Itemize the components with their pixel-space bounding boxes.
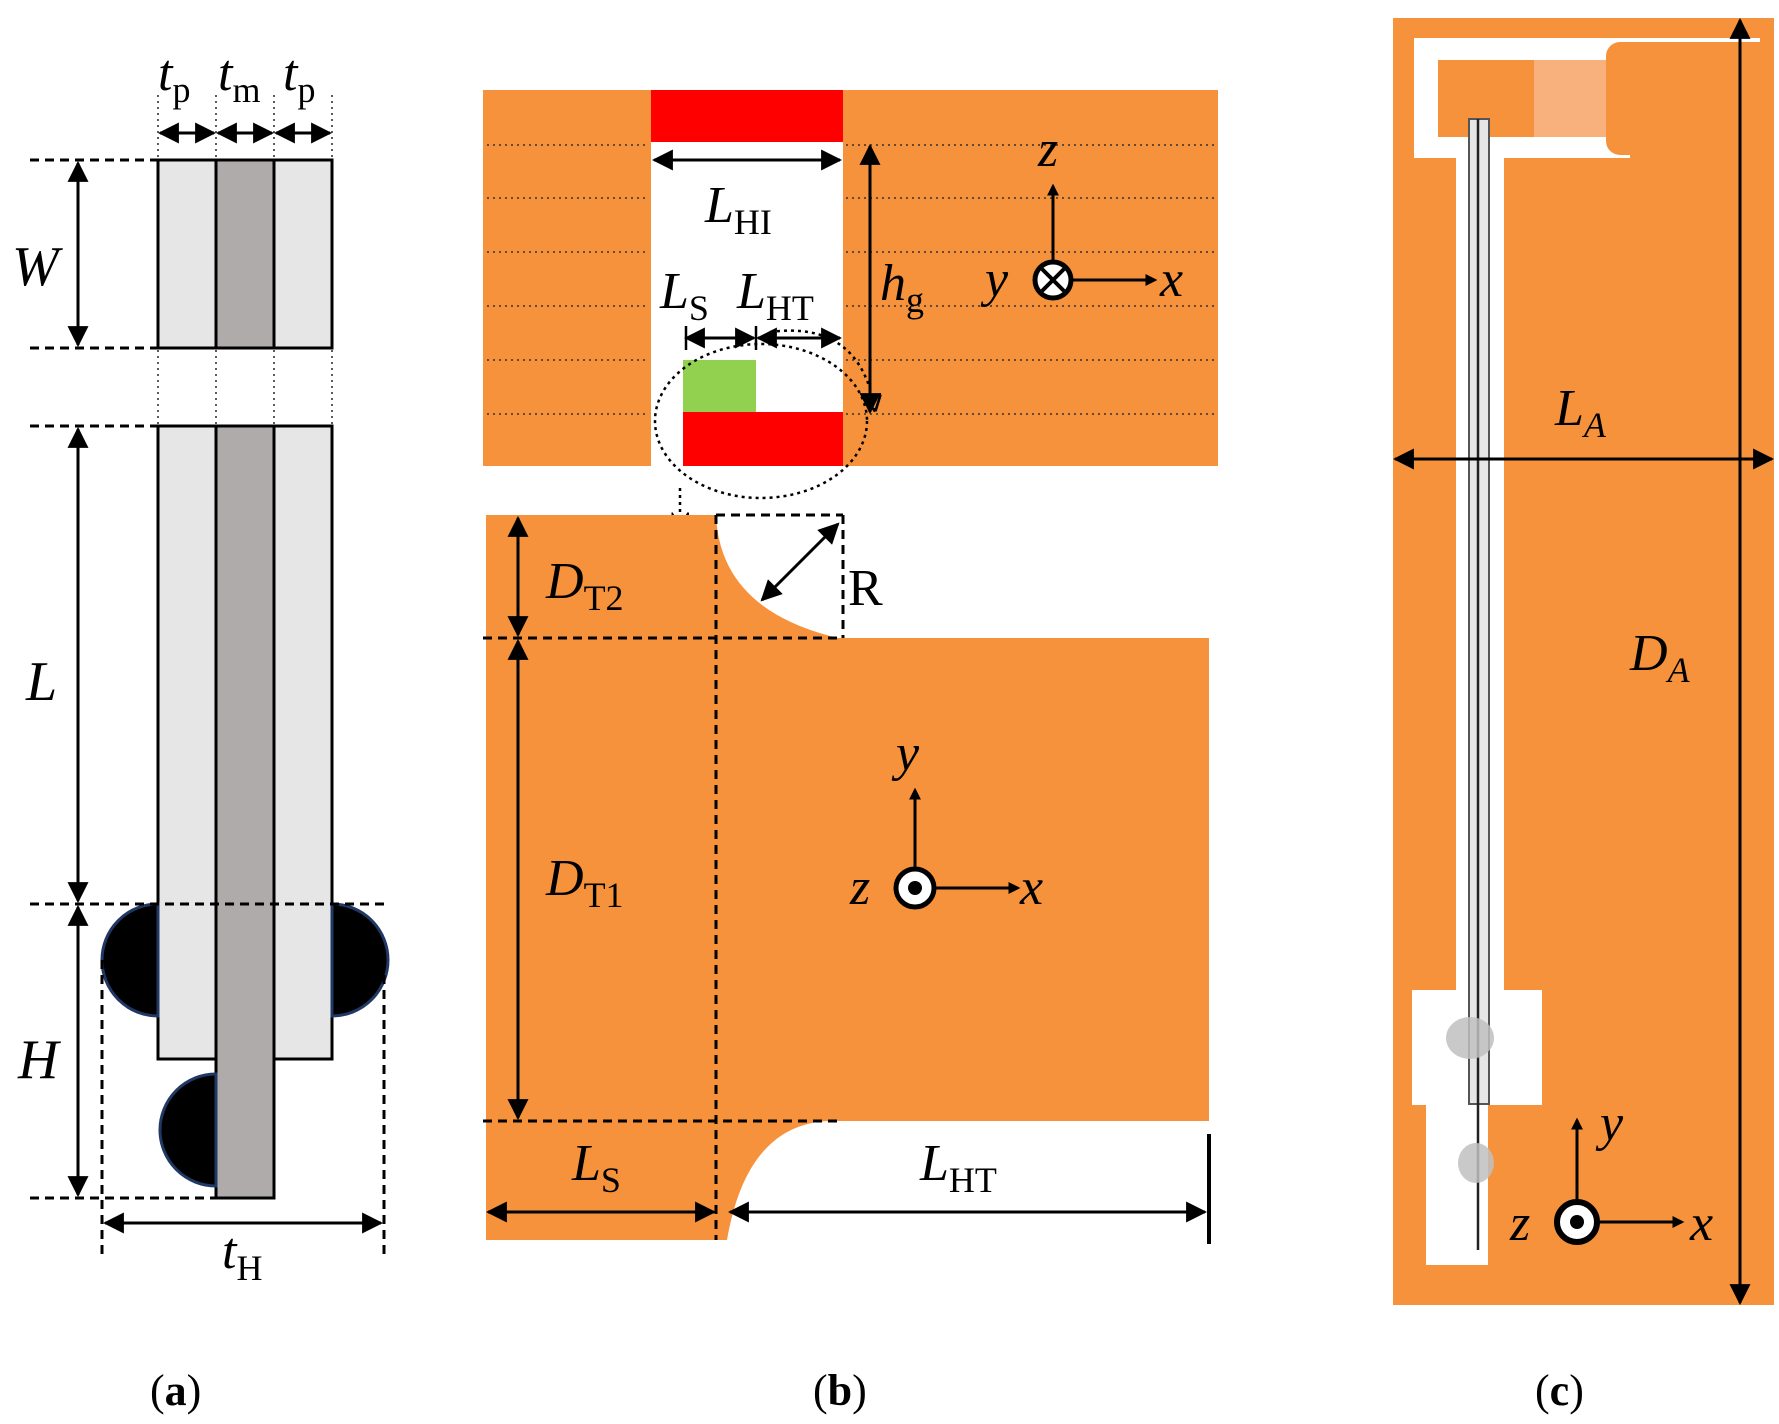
right-half-disk (330, 902, 390, 1018)
top-left-block (483, 90, 651, 466)
label-tH: tH (222, 1223, 262, 1288)
axis-bottom-z: z (849, 859, 870, 916)
axis-c: y z x (1509, 1095, 1713, 1252)
label-R: R (848, 560, 883, 617)
label-H: H (17, 1029, 61, 1091)
label-LS-top: LS (659, 263, 709, 328)
bond-ellipse-2 (1458, 1143, 1494, 1183)
R-arrow (760, 522, 840, 602)
label-LHT-top: LHT (736, 263, 814, 328)
lower-half-disk (158, 1072, 218, 1188)
bond-ellipse-1 (1446, 1017, 1494, 1059)
axis-bottom-x: x (1019, 859, 1043, 916)
caption-c: (c) (1535, 1366, 1584, 1415)
label-tp-left: tp (158, 45, 190, 110)
label-DT1: DT1 (545, 850, 624, 915)
top-right-plate (272, 158, 334, 350)
detail-ellipse (653, 342, 869, 500)
bottom-block (486, 515, 1209, 1240)
top-left-plate (156, 158, 218, 350)
label-LA: LA (1554, 380, 1607, 445)
axis-c-x: x (1689, 1195, 1713, 1252)
panel-c: LA DA y z x (c) (1392, 17, 1775, 1415)
label-LHT-bottom: LHT (919, 1135, 997, 1200)
label-L: L (25, 651, 57, 713)
axis-top-z: z (1037, 121, 1058, 178)
label-tp-right: tp (283, 45, 315, 110)
axis-c-y: y (1595, 1095, 1624, 1152)
top-middle-core (214, 158, 276, 350)
label-DT2: DT2 (545, 553, 624, 618)
top-pad-light (1534, 60, 1606, 137)
label-DA: DA (1629, 625, 1691, 690)
top-pad-right (1606, 42, 1774, 155)
caption-b: (b) (813, 1366, 867, 1415)
axis-top-x: x (1159, 251, 1183, 308)
bottom-right-plate (272, 424, 334, 1061)
left-half-disk (100, 902, 160, 1018)
panel-a: tp tm tp W L H tH (a) (12, 45, 390, 1415)
bottom-left-plate (156, 424, 218, 1061)
label-LHI: LHI (704, 177, 772, 242)
green-patch (683, 360, 756, 412)
axis-top: z y x (980, 121, 1183, 308)
axis-top-y: y (980, 251, 1009, 308)
caption-a: (a) (150, 1366, 201, 1415)
bottom-core (214, 424, 276, 1200)
label-LS-bottom: LS (571, 1135, 621, 1200)
axis-bottom: y z x (849, 725, 1043, 916)
layer-lines (487, 144, 1216, 415)
label-hg: hg (880, 255, 924, 320)
bottom-red-bar (683, 412, 843, 466)
label-W: W (12, 236, 63, 298)
label-tm: tm (218, 45, 260, 110)
top-red-bar (651, 90, 843, 142)
axis-c-z: z (1509, 1195, 1530, 1252)
panel-b: z y x LHI hg LS LHT y z x (483, 90, 1218, 1415)
axis-bottom-y: y (891, 725, 920, 782)
